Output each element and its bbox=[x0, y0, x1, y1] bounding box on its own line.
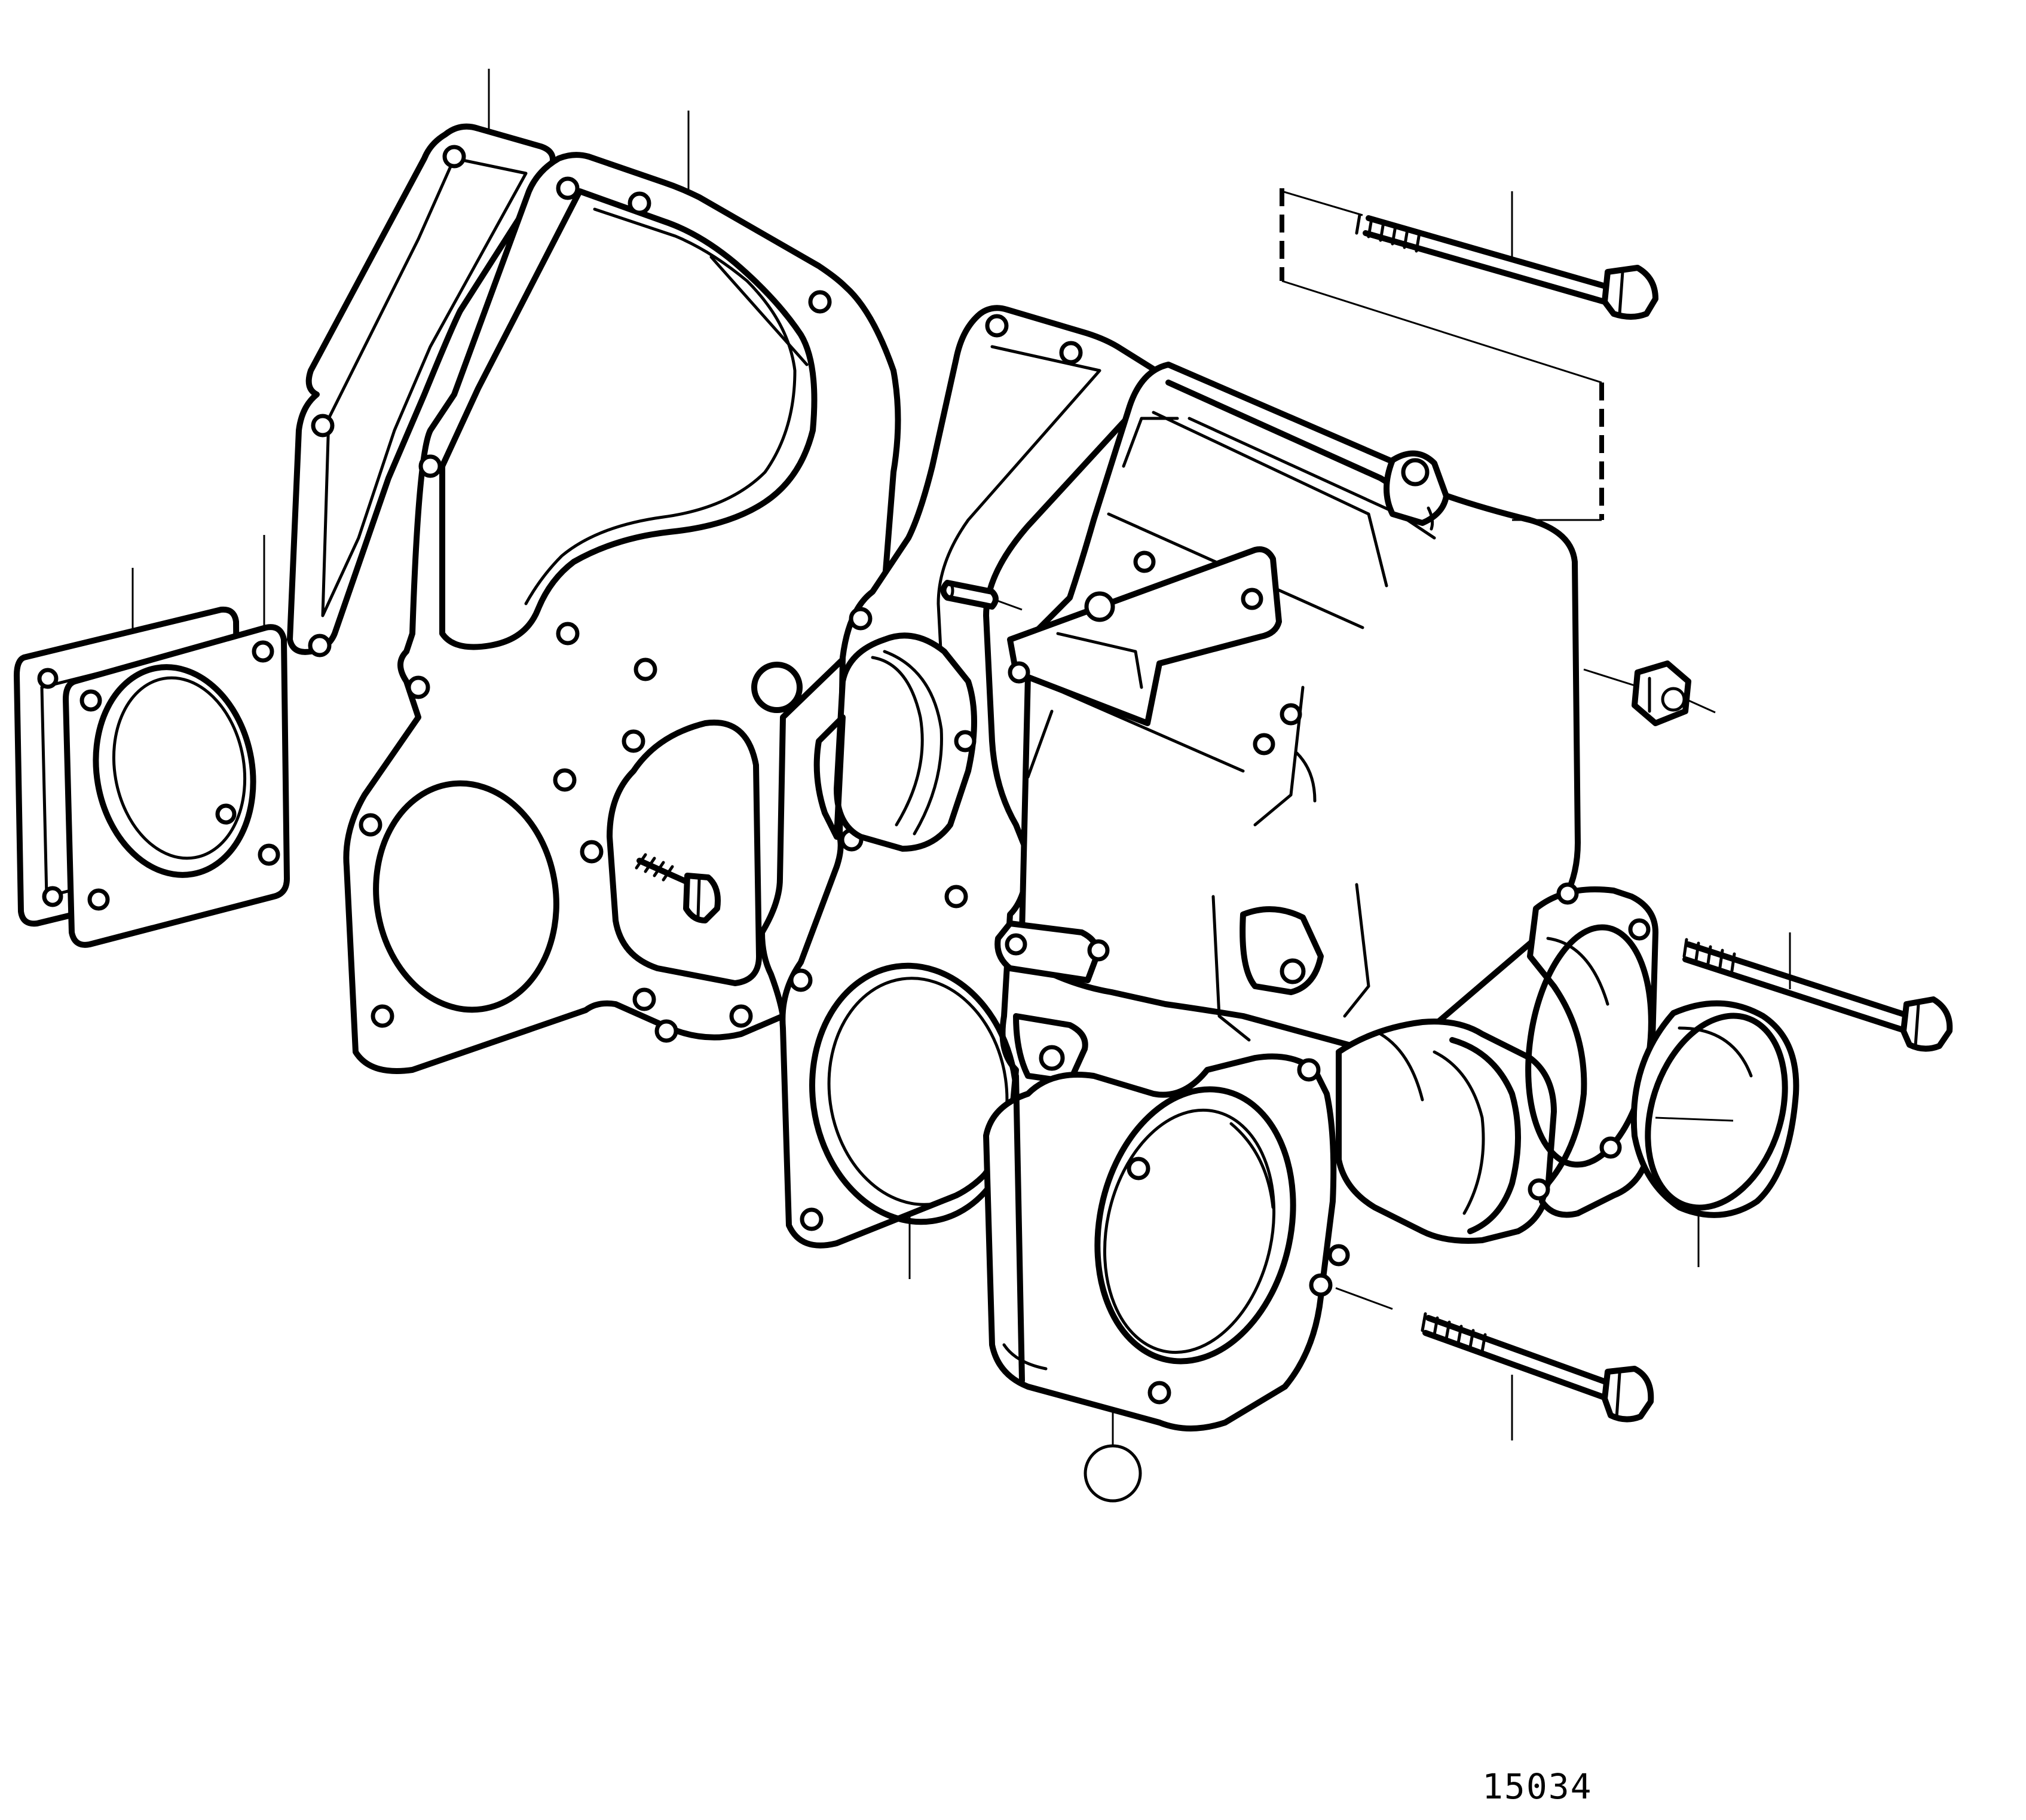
reference-circle bbox=[1084, 1444, 1142, 1503]
front-gasket-hole-7 bbox=[800, 1207, 824, 1231]
housing-side-hole bbox=[1253, 733, 1275, 755]
flange-plate-hole-tr bbox=[252, 640, 274, 663]
right-flange-hole-4 bbox=[1528, 1178, 1550, 1201]
front-gasket-hole-1 bbox=[985, 314, 1009, 338]
outer-gasket-hole-2 bbox=[311, 414, 335, 438]
inner-plate-hole-9 bbox=[553, 768, 577, 792]
housing-bracket-hole-3 bbox=[1008, 661, 1030, 684]
housing-side-hole-2 bbox=[1280, 703, 1302, 726]
inner-plate-hole-1 bbox=[556, 176, 580, 200]
flange-gasket-hole-tl bbox=[37, 668, 59, 689]
inner-plate-hole-13 bbox=[632, 987, 656, 1011]
inner-plate-hole-5 bbox=[406, 675, 430, 699]
flange-plate-hole-bl bbox=[87, 888, 110, 911]
rear-flange-hole bbox=[954, 730, 977, 753]
inner-plate-hole-6 bbox=[556, 622, 580, 646]
rear-bearing-flange bbox=[813, 632, 977, 852]
housing-lug-hole-2 bbox=[1087, 939, 1110, 962]
housing-upper-bolt-hole bbox=[1401, 458, 1430, 487]
inner-plate-hole-15 bbox=[729, 1004, 753, 1028]
hex-bolt-lower bbox=[1421, 1312, 1654, 1423]
housing-lower-hole-3 bbox=[1309, 1273, 1333, 1297]
housing-lug-hole-3 bbox=[1039, 1045, 1065, 1071]
housing-bracket-hole-2 bbox=[1241, 588, 1263, 610]
hex-nut bbox=[1632, 660, 1691, 726]
dowel-pin bbox=[940, 580, 999, 610]
housing-lower-hole-2 bbox=[1297, 1058, 1321, 1082]
inner-plate-hole-12 bbox=[371, 1004, 394, 1028]
flange-plate-hole-br bbox=[258, 843, 280, 866]
hex-bolt-upper bbox=[1280, 188, 1658, 521]
housing-lower-hole-4 bbox=[1147, 1381, 1171, 1405]
inner-plate-hole-2 bbox=[628, 191, 651, 215]
housing-clip-hole bbox=[1280, 958, 1306, 984]
housing-bracket-hole-4 bbox=[1133, 550, 1156, 573]
front-gasket-hole-2 bbox=[1059, 341, 1083, 365]
housing-lug-hole-1 bbox=[1005, 933, 1027, 956]
seal-ring bbox=[1630, 1000, 1799, 1218]
right-flange-hole-2 bbox=[1628, 918, 1651, 941]
timing-housing bbox=[983, 362, 1658, 1431]
inner-plate-hole-10 bbox=[359, 813, 382, 837]
housing-bracket-hole-1 bbox=[1084, 591, 1115, 622]
front-gasket-hole-5 bbox=[944, 885, 968, 909]
short-stud-bolt bbox=[635, 853, 721, 923]
leader-nut bbox=[1583, 668, 1641, 689]
flange-gasket-hole-bl bbox=[42, 886, 63, 907]
small-square-flange-plate bbox=[63, 624, 290, 948]
right-flange-hole-1 bbox=[1556, 882, 1579, 905]
inner-timing-cover-plate bbox=[343, 152, 901, 1074]
outer-gasket-hole-1 bbox=[442, 145, 466, 169]
housing-lower-hole-1 bbox=[1127, 1157, 1150, 1180]
front-gasket bbox=[779, 305, 1168, 1249]
inner-plate-hole-7 bbox=[633, 657, 657, 681]
front-gasket-hole-3 bbox=[849, 607, 873, 631]
flange-plate-hole-tl bbox=[79, 689, 102, 712]
right-flange-hole-3 bbox=[1599, 1136, 1622, 1159]
flange-plate-hole-mid bbox=[215, 803, 237, 825]
front-gasket-hole-6 bbox=[789, 968, 813, 992]
figure-number: 15034 bbox=[1482, 1766, 1593, 1807]
inner-plate-hole-3 bbox=[808, 290, 832, 314]
outer-gasket-hole-3 bbox=[308, 634, 332, 657]
leader-bolt-lower-axis bbox=[1335, 1287, 1393, 1310]
inner-plate-hole-11 bbox=[580, 840, 604, 864]
hex-bolt-middle bbox=[1682, 938, 1953, 1052]
inner-plate-hole-14 bbox=[654, 1019, 678, 1043]
inner-plate-hole-8 bbox=[622, 729, 645, 753]
housing-lower-hole-5 bbox=[1327, 1244, 1350, 1267]
inner-plate-hole-4 bbox=[418, 454, 442, 478]
